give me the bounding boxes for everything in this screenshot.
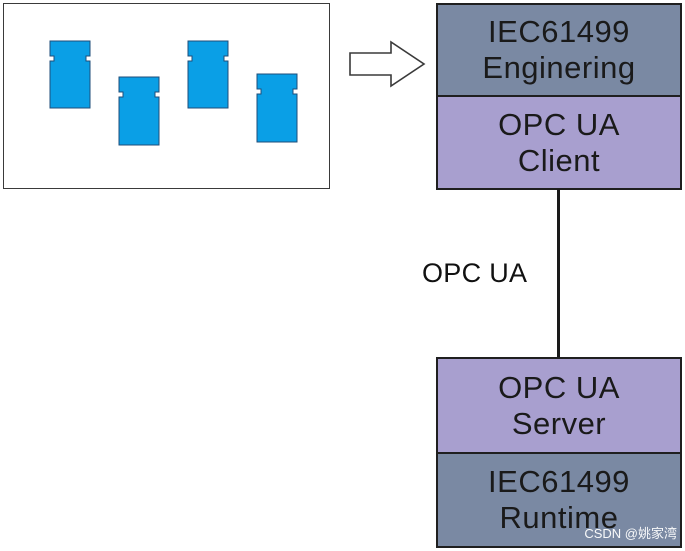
opc-ua-server-box: OPC UA Server [436,357,682,454]
opc-ua-server-label: OPC UA Server [498,369,620,441]
function-block-4-icon [256,73,298,143]
right-arrow-icon [349,40,426,88]
application-canvas [3,3,330,189]
iec61499-runtime-box: IEC61499 Runtime [436,452,682,548]
iec61499-engineering-box: IEC61499 Enginering [436,3,682,97]
iec61499-engineering-label: IEC61499 Enginering [482,14,636,85]
iec61499-runtime-label: IEC61499 Runtime [488,464,630,535]
opc-ua-connection-line [557,189,560,357]
opc-ua-client-box: OPC UA Client [436,95,682,190]
watermark: CSDN @姚家湾 [584,526,677,541]
function-block-1-icon [49,40,91,109]
function-block-2-icon [118,76,160,146]
opc-ua-connection-label: OPC UA [422,258,528,288]
opc-ua-client-label: OPC UA Client [498,106,620,178]
function-block-3-icon [187,40,229,109]
function-blocks [49,40,298,146]
